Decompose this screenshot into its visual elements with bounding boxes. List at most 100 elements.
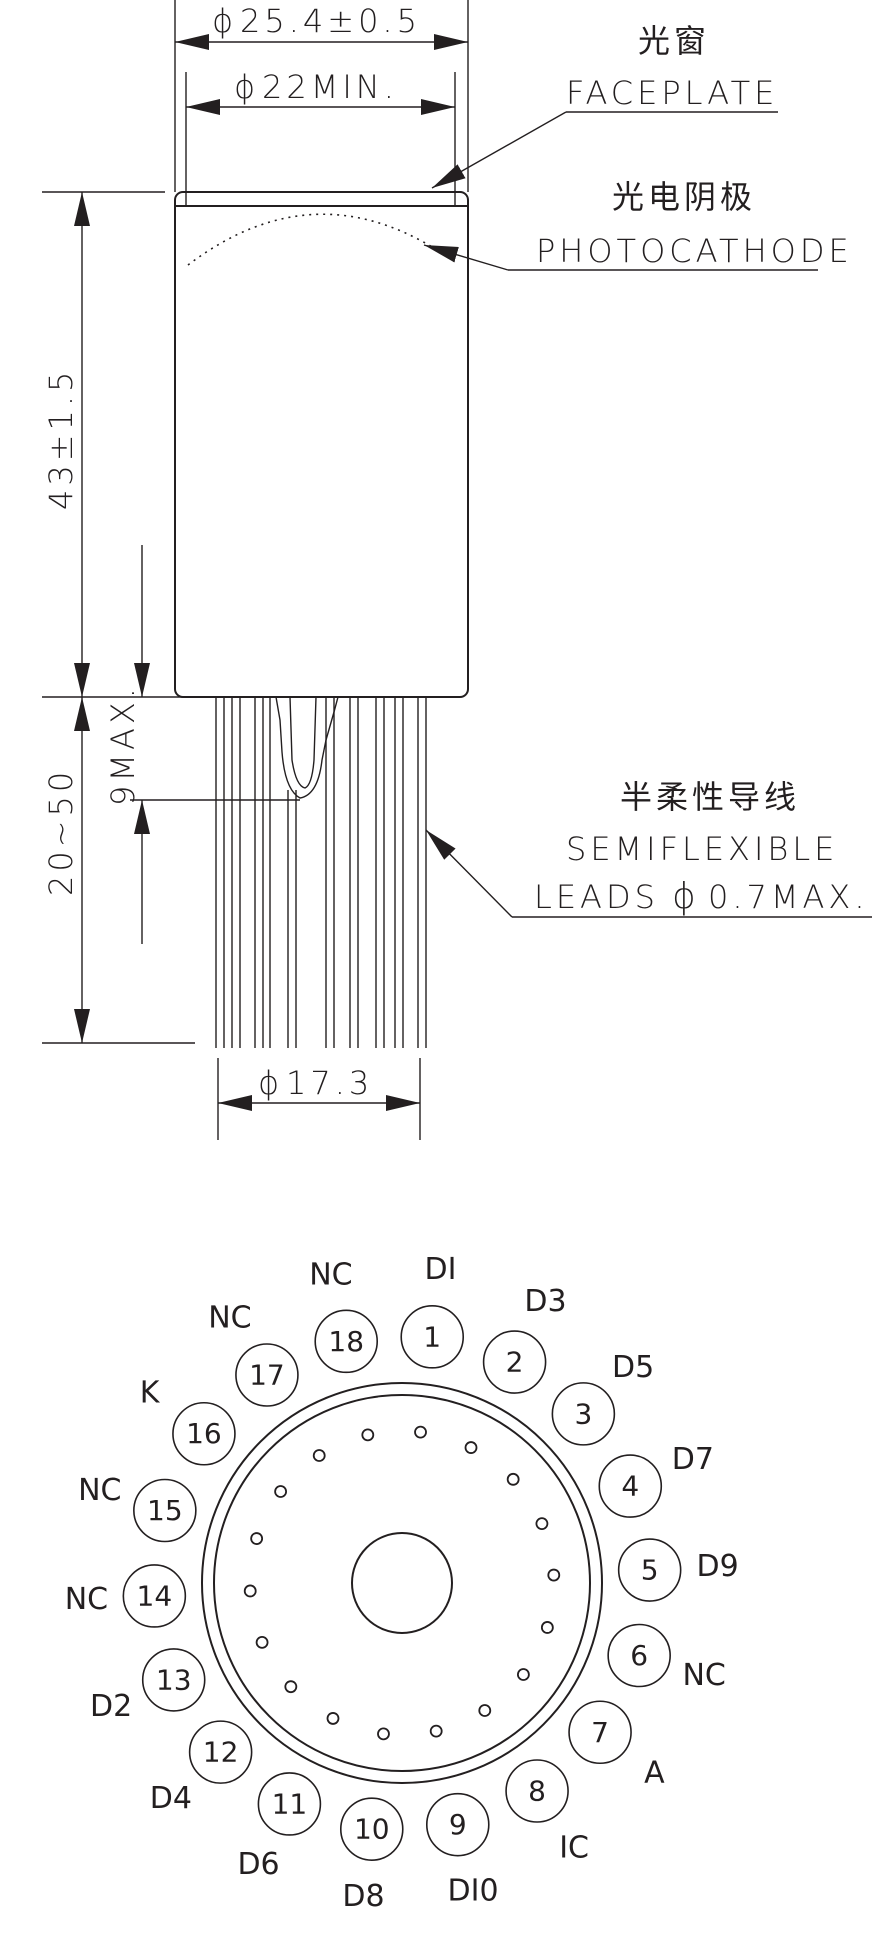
- pin-badge: 4D7: [598, 1442, 714, 1518]
- pin-number: 8: [528, 1774, 546, 1807]
- faceplate-cn-label: 光窗: [638, 22, 710, 60]
- pin-hole: [377, 1727, 390, 1741]
- pin-label: D8: [342, 1879, 384, 1914]
- pin-hole: [540, 1621, 554, 1634]
- lead-length-value: 20~50: [42, 768, 80, 896]
- pin-hole: [516, 1668, 530, 1681]
- pin-badge-circle: [617, 1538, 682, 1602]
- pin-label: IC: [559, 1831, 589, 1866]
- pin-badge-circle: [314, 1309, 379, 1374]
- pin-badge-circle: [172, 1401, 236, 1466]
- pin-label: NC: [65, 1582, 108, 1617]
- pin-label: D9: [696, 1549, 738, 1584]
- pin-label: DI: [425, 1252, 457, 1287]
- pin-badge-circle: [607, 1623, 671, 1688]
- base-bottom-view: [201, 1382, 603, 1784]
- pin-hole: [250, 1532, 264, 1545]
- pin-hole: [535, 1517, 549, 1531]
- leads-cn-label: 半柔性导线: [620, 778, 800, 816]
- lead-circle-value: 17.3: [286, 1064, 373, 1102]
- pin-number: 13: [156, 1663, 192, 1696]
- pin-label: NC: [682, 1658, 725, 1693]
- leads-bundle: [215, 696, 427, 1048]
- pin-label: K: [140, 1375, 161, 1410]
- pin-number: 14: [137, 1579, 173, 1612]
- pin-hole: [464, 1441, 478, 1454]
- pin-badge: 17 NC: [208, 1300, 299, 1407]
- pin-badge-circle: [235, 1343, 299, 1407]
- leads-en-label-1: SEMIFLEXIBLE: [566, 830, 838, 868]
- pin-label: D3: [524, 1284, 566, 1319]
- pin-label: D7: [672, 1442, 714, 1477]
- photocathode-en-label: PHOTOCATHODE: [536, 232, 853, 270]
- faceplate-min-value: 22MIN.: [262, 68, 398, 106]
- pin-label: NC: [309, 1258, 352, 1293]
- tube-body: [174, 191, 469, 698]
- pin-number: 18: [328, 1325, 364, 1358]
- pin-label: D2: [90, 1689, 132, 1724]
- pin-badge: 8IC: [505, 1759, 589, 1866]
- pin-label: D4: [150, 1781, 192, 1816]
- pin-badge-circle: [505, 1759, 569, 1823]
- lead-circle-symbol: ϕ: [258, 1064, 283, 1102]
- pin-number: 16: [186, 1417, 222, 1450]
- pin-label: D6: [237, 1847, 279, 1882]
- lead-offset-value: 9MAX.: [104, 684, 142, 806]
- pin-hole: [243, 1584, 257, 1598]
- pin-badge-circle: [425, 1792, 490, 1857]
- pin-hole: [255, 1635, 269, 1649]
- pin-label: NC: [78, 1473, 121, 1508]
- pin-hole: [326, 1712, 340, 1725]
- pin-badge: 18 NC: [309, 1258, 379, 1374]
- pin-badge: 6NC: [607, 1623, 726, 1693]
- pin-label: NC: [208, 1300, 251, 1335]
- pin-hole: [312, 1449, 326, 1462]
- pin-badge-circle: [482, 1330, 547, 1394]
- pin-badge-circle: [339, 1797, 404, 1861]
- pin-hole: [274, 1485, 288, 1498]
- pin-badge: 1DI: [400, 1252, 465, 1369]
- pin-badge: 16 K: [140, 1375, 236, 1466]
- pin-number: 15: [147, 1494, 183, 1527]
- pin-badge-circle: [257, 1772, 322, 1836]
- leads-dia-symbol: ϕ: [672, 876, 700, 917]
- leads-dia-value: 0.7MAX.: [708, 878, 868, 916]
- pin-hole: [506, 1472, 520, 1486]
- pin-label: A: [644, 1756, 665, 1791]
- leads-callout: 半柔性导线 SEMIFLEXIBLE LEADS ϕ 0.7MAX.: [425, 778, 872, 918]
- photocathode-cn-label: 光电阴极: [612, 178, 756, 216]
- faceplate-callout: 光窗 FACEPLATE: [431, 22, 778, 189]
- pin-badge: 15 NC: [78, 1473, 197, 1543]
- pin-badge: 3 D5: [551, 1350, 654, 1446]
- pin-number: 12: [203, 1736, 239, 1769]
- faceplate-dia-dimension: ϕ 25.4±0.5: [174, 0, 469, 192]
- pin-badge-circle: [188, 1720, 253, 1784]
- photocathode-callout: 光电阴极 PHOTOCATHODE: [423, 178, 853, 271]
- pin-label: D5: [612, 1350, 654, 1385]
- faceplate-dia-value: 25.4±0.5: [240, 2, 421, 40]
- pin-number: 3: [574, 1397, 592, 1430]
- pin-badge-circle: [400, 1305, 465, 1369]
- faceplate-min-dimension: ϕ 22MIN.: [185, 68, 456, 205]
- faceplate-en-label: FACEPLATE: [566, 74, 778, 112]
- body-length-dimension: 43±1.5: [42, 191, 200, 698]
- lead-circle-dimension: ϕ 17.3: [217, 1058, 421, 1140]
- pin-number: 11: [272, 1787, 308, 1820]
- pin-holes: [243, 1425, 561, 1741]
- pin-hole: [478, 1704, 492, 1717]
- pin-number: 6: [630, 1639, 648, 1672]
- pin-badge-circle: [551, 1382, 616, 1446]
- pin-number: 7: [591, 1716, 609, 1749]
- pin-badge: 7A: [568, 1700, 665, 1791]
- pin-number: 9: [449, 1808, 467, 1841]
- pin-hole: [284, 1680, 298, 1694]
- pin-badge-circle: [133, 1478, 197, 1543]
- pin-number: 10: [354, 1813, 390, 1846]
- pin-number: 17: [249, 1359, 285, 1392]
- faceplate-dia-symbol: ϕ: [212, 2, 237, 40]
